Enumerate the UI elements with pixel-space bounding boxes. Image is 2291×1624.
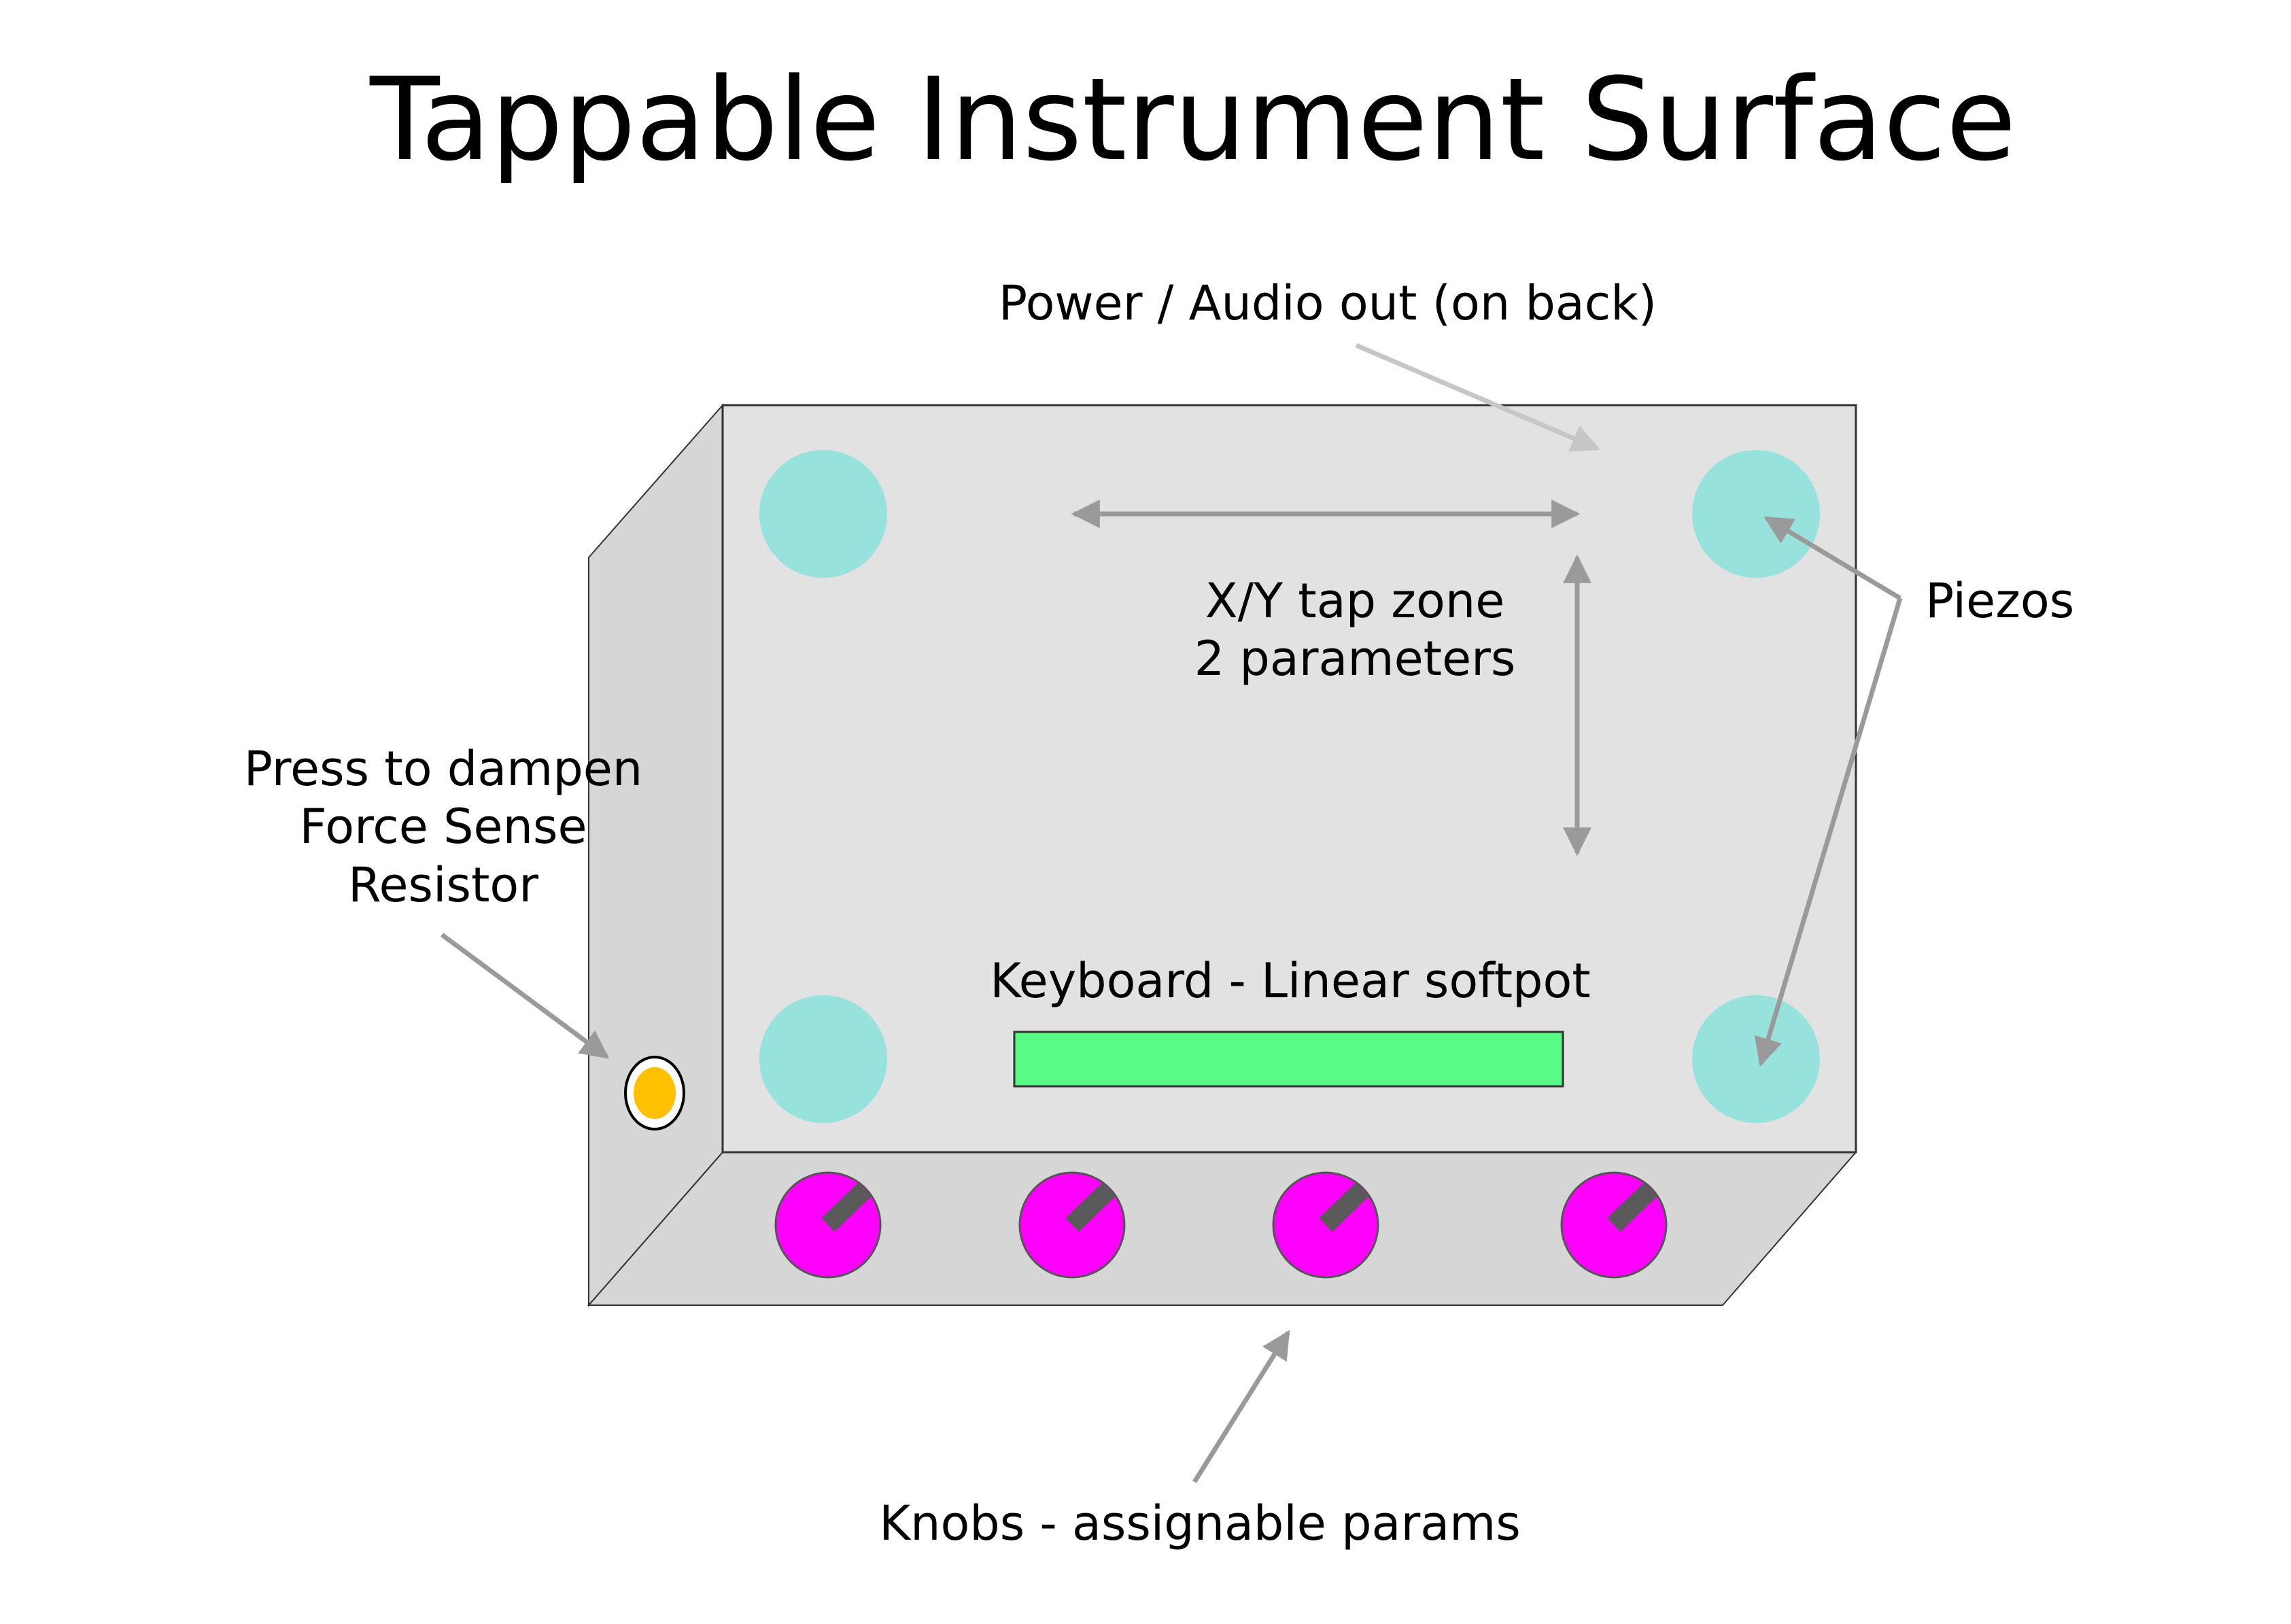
power-label: Power / Audio out (on back): [999, 275, 1657, 331]
diagram-title: Tappable Instrument Surface: [369, 53, 2016, 186]
piezo-arrow-bottom: [1754, 597, 1903, 1067]
piezo-top-right: [1692, 450, 1820, 578]
knob-2[interactable]: [1018, 1171, 1126, 1279]
linear-softpot[interactable]: [1013, 1031, 1564, 1088]
power-arrow: [1355, 343, 1600, 452]
fsr-label-line1: Press to dampen: [244, 741, 642, 797]
keyboard-label: Keyboard - Linear softpot: [990, 953, 1590, 1009]
knobs-arrow: [1192, 1330, 1290, 1483]
fsr-button[interactable]: [634, 1067, 676, 1119]
fsr-label-line2: Force Sense: [299, 799, 587, 854]
xy-zone-label-line1: X/Y tap zone: [1205, 573, 1505, 629]
box-top-face: [721, 404, 1857, 1154]
piezo-bottom-right: [1692, 995, 1820, 1123]
knob-3[interactable]: [1272, 1171, 1379, 1279]
box-left-face: [588, 403, 723, 1307]
piezo-top-left: [759, 450, 887, 578]
piezo-arrow-top: [1763, 515, 1901, 601]
knob-4[interactable]: [1560, 1171, 1668, 1279]
knobs-label: Knobs - assignable params: [879, 1496, 1521, 1551]
knob-1[interactable]: [774, 1171, 882, 1279]
fsr-arrow: [440, 933, 610, 1059]
piezo-bottom-left: [759, 995, 887, 1123]
fsr-label-line3: Resistor: [348, 857, 538, 913]
xy-zone-label-line2: 2 parameters: [1194, 631, 1516, 687]
piezos-label: Piezos: [1925, 573, 2074, 629]
